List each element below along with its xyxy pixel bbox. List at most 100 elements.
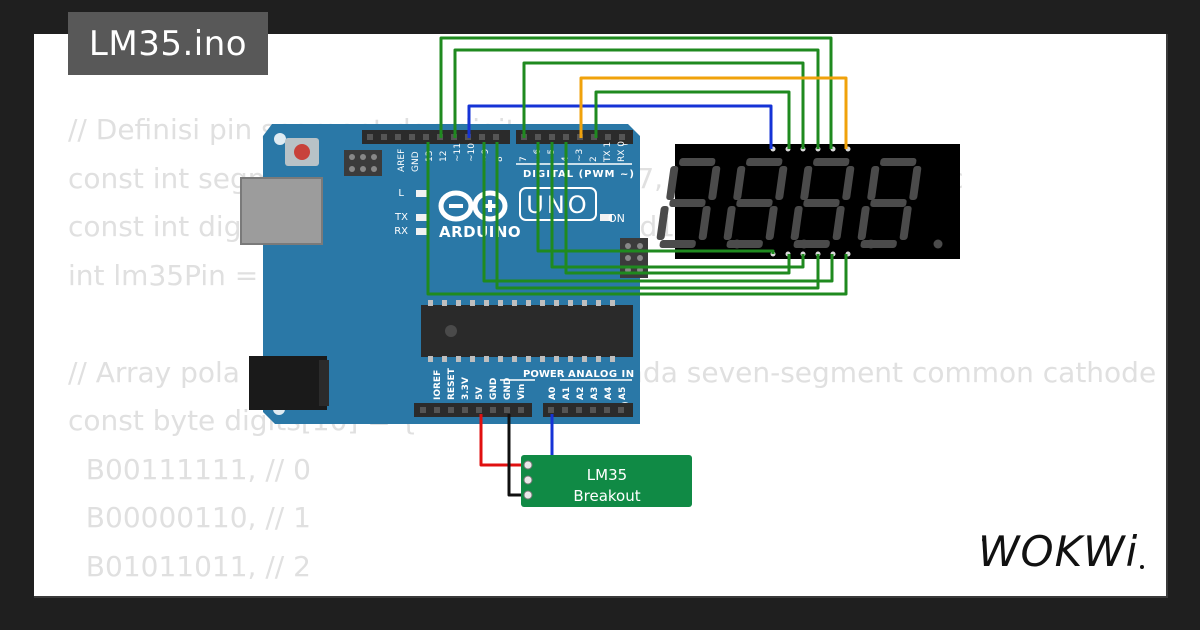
- segment: [733, 166, 746, 200]
- led-tx-label: TX: [394, 212, 408, 223]
- segment: [867, 166, 880, 200]
- wire-5v: [479, 414, 528, 467]
- wire-pin12: [453, 48, 820, 149]
- segment: [842, 166, 855, 200]
- power-pin-label: 5V: [475, 387, 485, 400]
- seven-segment-display[interactable]: [656, 144, 960, 259]
- segment: [813, 158, 850, 166]
- digital-header-high: [362, 130, 510, 144]
- segment: [736, 199, 773, 207]
- digital-pin-label: ~3: [575, 149, 585, 162]
- segment: [803, 199, 840, 207]
- segment: [679, 158, 716, 166]
- analog-pin-label: A2: [576, 387, 586, 400]
- segment: [800, 166, 813, 200]
- wokwi-logo-text: WOKWi: [978, 527, 1138, 576]
- wire-pin10: [426, 142, 848, 296]
- segment: [857, 206, 870, 240]
- file-name-tag[interactable]: LM35.ino: [68, 12, 268, 75]
- wire-pin7: [522, 61, 805, 149]
- power-pin-label: 3.3V: [461, 377, 471, 400]
- digital-pin-label: ~10: [467, 143, 477, 162]
- segment: [666, 166, 679, 200]
- analog-pin-label: A0: [548, 387, 558, 400]
- led-l-label: L: [398, 188, 404, 199]
- display-digit: [857, 158, 943, 249]
- segment: [909, 166, 922, 200]
- segment: [746, 158, 783, 166]
- digital-pin-label: 13: [425, 151, 435, 162]
- wire-pin8: [495, 142, 820, 290]
- arduino-logo-icon: [438, 190, 508, 222]
- power-pin-label: IOREF: [433, 370, 443, 400]
- analog-pin-label: A3: [590, 387, 600, 400]
- wire-pin9: [482, 142, 834, 283]
- wire-pin11: [467, 104, 773, 149]
- power-header: [414, 403, 532, 417]
- wire-pin13: [439, 36, 833, 149]
- decimal-point: [933, 239, 943, 249]
- segment: [880, 158, 917, 166]
- power-jack: [249, 356, 327, 410]
- power-pin-label: GND: [489, 378, 499, 400]
- segment: [775, 166, 788, 200]
- digital-header-low: [516, 130, 633, 144]
- analog-pin-label: A5: [618, 387, 628, 400]
- display-digit: [723, 158, 809, 249]
- segment: [790, 206, 803, 240]
- digital-pin-label: ~9: [481, 148, 491, 162]
- power-pin-label: RESET: [447, 367, 457, 400]
- analog-pin-label: A4: [604, 387, 614, 400]
- arduino-model-label: UNO: [526, 191, 589, 219]
- lm35-sensor-breakout[interactable]: LM35 Breakout: [521, 455, 692, 507]
- digital-pin-label: TX 1: [603, 142, 613, 163]
- power-pin-label: Vin: [517, 384, 527, 400]
- segment: [708, 166, 721, 200]
- pin-label-gnd-top: GND: [411, 151, 421, 172]
- arduino-uno-board[interactable]: L TX RX ON ARDUINO UNO: [240, 124, 648, 424]
- led-rx-label: RX: [394, 226, 408, 237]
- code-line: B01011011, // 2: [68, 549, 311, 583]
- arduino-brand-label: ARDUINO: [439, 223, 521, 241]
- wire-pin4: [564, 142, 791, 275]
- segment: [870, 199, 907, 207]
- code-line: B00111111, // 0: [68, 452, 311, 486]
- segment: [726, 240, 763, 248]
- digital-pin-label: 2: [589, 156, 599, 162]
- sensor-title: LM35: [587, 466, 627, 484]
- power-analog-pin-labels: IOREF RESET 3.3V 5V GND GND Vin A0 A1 A2 A3 A4 A5: [433, 367, 628, 400]
- pin-label-aref: AREF: [397, 149, 407, 172]
- power-section-label: POWER: [523, 369, 565, 380]
- digital-pin-label: RX 0: [617, 141, 627, 162]
- wire-pin6: [536, 142, 775, 254]
- code-line: B00000110, // 1: [68, 501, 311, 534]
- digital-pin-label: ~11: [453, 143, 463, 162]
- sensor-subtitle: Breakout: [573, 487, 640, 505]
- led-on-label: ON: [608, 212, 625, 225]
- digital-pin-label: 8: [495, 156, 505, 162]
- segment: [832, 206, 845, 240]
- power-pin-label: GND: [503, 378, 513, 400]
- wokwi-logo: WOKWi: [978, 527, 1144, 576]
- segment: [659, 240, 696, 248]
- analog-section-label: ANALOG IN: [568, 369, 635, 380]
- segment: [793, 240, 830, 248]
- segment: [698, 206, 711, 240]
- segment: [656, 206, 669, 240]
- wire-pin3: [579, 76, 848, 149]
- usb-port: [241, 178, 322, 244]
- icsp-header: [344, 150, 382, 176]
- digital-section-label: DIGITAL (PWM ~): [523, 169, 635, 180]
- segment: [669, 199, 706, 207]
- wire-pin2: [594, 90, 791, 149]
- wires: [426, 36, 848, 497]
- segment: [723, 206, 736, 240]
- analog-pin-label: A1: [562, 387, 572, 400]
- digital-pin-label: 7: [519, 156, 529, 162]
- segment: [899, 206, 912, 240]
- wire-pin5: [550, 142, 805, 269]
- digital-pin-label: 12: [439, 151, 449, 162]
- segment: [765, 206, 778, 240]
- analog-header: [543, 403, 633, 417]
